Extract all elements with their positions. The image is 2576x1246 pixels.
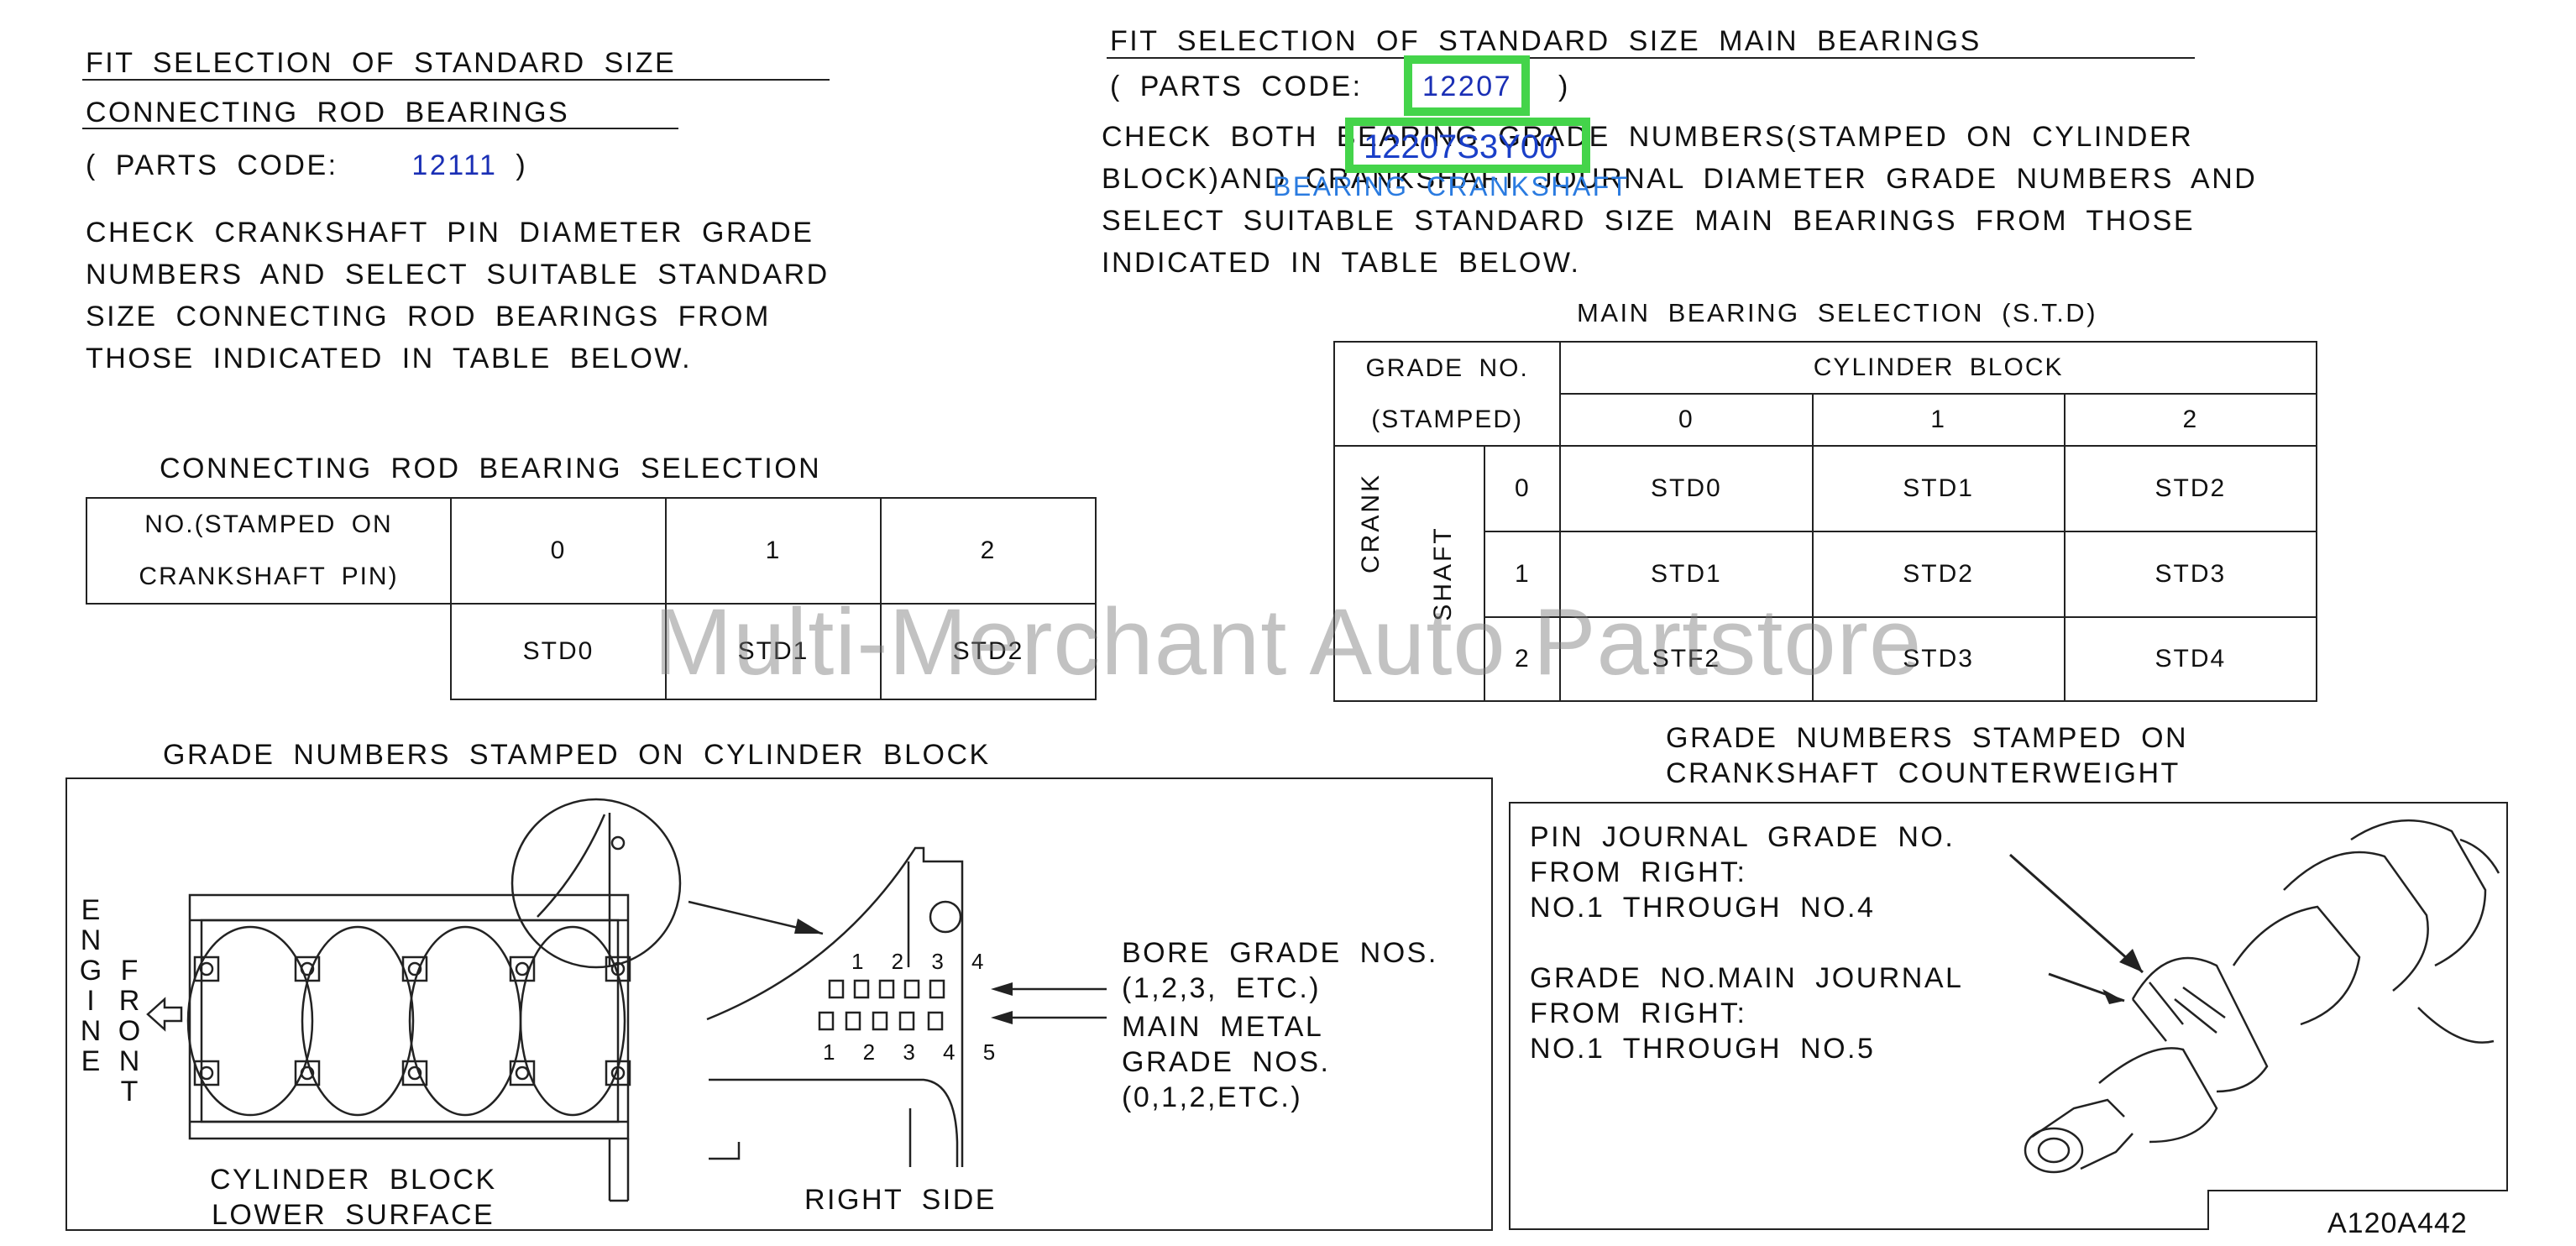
main-cell: STD0: [1559, 445, 1814, 532]
engine-label: ENGINE: [79, 894, 104, 1077]
main-grade-no: GRADE NO.: [1333, 341, 1562, 394]
main-cell: STD2: [2063, 445, 2318, 532]
stamped-top-digits: 1 2 3 4: [851, 949, 991, 974]
main-journal-line3: NO.1 THROUGH NO.5: [1530, 1033, 1876, 1065]
main-parts-code-line: ( PARTS CODE:: [1110, 72, 1363, 101]
cylinder-block-panel: [65, 777, 1493, 1231]
rod-col-1: 1: [665, 497, 882, 605]
main-col-0: 0: [1559, 393, 1814, 447]
tooltip-highlight: [1345, 118, 1590, 173]
rod-parts-code-line: ( PARTS CODE: 12111 ): [86, 151, 527, 180]
tooltip-part-name[interactable]: BEARING CRANKSHAFT: [1273, 171, 1630, 202]
main-cylinder-block: CYLINDER BLOCK: [1559, 341, 2317, 395]
main-table-title: MAIN BEARING SELECTION (S.T.D): [1577, 298, 2098, 327]
rod-title-line2: CONNECTING ROD BEARINGS: [86, 97, 570, 128]
rod-value-0: STD0: [450, 603, 667, 700]
main-metal-label-3: (0,1,2,ETC.): [1122, 1081, 1303, 1113]
rod-col-0: 0: [450, 497, 667, 605]
rod-desc-line1: CHECK CRANKSHAFT PIN DIAMETER GRADE: [86, 217, 814, 249]
bore-grade-label-2: (1,2,3, ETC.): [1122, 972, 1322, 1004]
main-metal-label-2: GRADE NOS.: [1122, 1046, 1331, 1078]
block-lower-label-1: CYLINDER BLOCK: [210, 1164, 497, 1196]
main-cell: STF2: [1559, 616, 1814, 702]
main-grade-1: 1: [1484, 531, 1562, 618]
rod-table-header: NO.(STAMPED ON CRANKSHAFT PIN): [86, 497, 452, 605]
main-journal-line1: GRADE NO.MAIN JOURNAL: [1530, 962, 1964, 994]
rod-empty-cell: [86, 603, 451, 699]
rod-title-underline2: [82, 128, 678, 129]
bore-grade-label-1: BORE GRADE NOS.: [1122, 937, 1438, 969]
rod-desc-line3: SIZE CONNECTING ROD BEARINGS FROM: [86, 301, 771, 332]
parts-code-highlight: [1404, 55, 1530, 116]
main-row-label: CRANK SHAFT: [1333, 445, 1486, 702]
right-side-label: RIGHT SIDE: [804, 1184, 997, 1216]
main-metal-label-1: MAIN METAL: [1122, 1011, 1324, 1043]
main-cell: STD4: [2063, 616, 2318, 702]
pin-journal-line2: FROM RIGHT:: [1530, 856, 1747, 888]
main-parts-prefix: ( PARTS CODE:: [1110, 71, 1363, 102]
rod-parts-suffix: ): [516, 149, 528, 181]
block-panel-title: GRADE NUMBERS STAMPED ON CYLINDER BLOCK: [163, 739, 991, 771]
main-bearing-table: GRADE NO. CYLINDER BLOCK (STAMPED) 0 1 2…: [1333, 341, 2318, 702]
block-lower-label-2: LOWER SURFACE: [212, 1199, 495, 1231]
rod-desc-line4: THOSE INDICATED IN TABLE BELOW.: [86, 343, 693, 374]
main-col-1: 1: [1811, 393, 2066, 447]
main-desc-line2: BLOCK)AND CRANKSHAFT JOURNAL DIAMETER GR…: [1102, 163, 2258, 195]
main-desc-line1: CHECK BOTH BEARING GRADE NUMBERS(STAMPED…: [1102, 121, 2194, 153]
rod-parts-prefix: ( PARTS CODE:: [86, 149, 338, 181]
pin-journal-line1: PIN JOURNAL GRADE NO.: [1530, 821, 1956, 853]
main-title: FIT SELECTION OF STANDARD SIZE MAIN BEAR…: [1110, 25, 1982, 57]
main-grade-2: 2: [1484, 616, 1562, 702]
rod-title-line1: FIT SELECTION OF STANDARD SIZE: [86, 47, 677, 79]
rod-header-line1: NO.(STAMPED ON: [144, 510, 393, 538]
main-stamped: (STAMPED): [1333, 394, 1562, 447]
main-desc-line4: INDICATED IN TABLE BELOW.: [1102, 247, 1581, 279]
main-cell: STD3: [2063, 531, 2318, 618]
rod-parts-code-link[interactable]: 12111: [411, 149, 498, 181]
rod-title-underline1: [82, 79, 830, 81]
main-title-underline: [1107, 57, 2195, 59]
main-col-2: 2: [2063, 393, 2318, 447]
main-parts-suffix: ): [1558, 71, 1570, 102]
rod-header-line2: CRANKSHAFT PIN): [139, 563, 399, 590]
main-cell: STD3: [1811, 616, 2066, 702]
main-desc-line3: SELECT SUITABLE STANDARD SIZE MAIN BEARI…: [1102, 205, 2196, 237]
rod-desc-line2: NUMBERS AND SELECT SUITABLE STANDARD: [86, 259, 830, 291]
main-journal-line2: FROM RIGHT:: [1530, 997, 1747, 1029]
main-parts-code-link[interactable]: 12207: [1422, 71, 1513, 102]
figure-id: A120A442: [2327, 1207, 2468, 1239]
crank-panel-title-1: GRADE NUMBERS STAMPED ON: [1666, 722, 2189, 754]
crank-panel-title-2: CRANKSHAFT COUNTERWEIGHT: [1666, 757, 2181, 789]
watermark: Multi-Merchant Auto Partstore: [653, 589, 1923, 694]
stamped-bottom-digits: 1 2 3 4 5: [823, 1039, 1003, 1065]
main-cell: STD2: [1811, 531, 2066, 618]
rod-table-title: CONNECTING ROD BEARING SELECTION: [160, 453, 822, 484]
main-cell: STD1: [1559, 531, 1814, 618]
rod-value-1: STD1: [665, 603, 882, 700]
front-arrow-icon: [146, 997, 183, 1032]
rod-bearing-table: NO.(STAMPED ON CRANKSHAFT PIN) 0 1 2 STD…: [86, 497, 1097, 700]
front-label: FRONT: [118, 955, 143, 1107]
main-cell: STD1: [1811, 445, 2066, 532]
pin-journal-line3: NO.1 THROUGH NO.4: [1530, 892, 1876, 924]
rod-col-2: 2: [880, 497, 1097, 605]
main-grade-0: 0: [1484, 445, 1562, 532]
tooltip-part-number[interactable]: 12207S3Y00: [1364, 128, 1558, 165]
rod-value-2: STD2: [880, 603, 1097, 700]
